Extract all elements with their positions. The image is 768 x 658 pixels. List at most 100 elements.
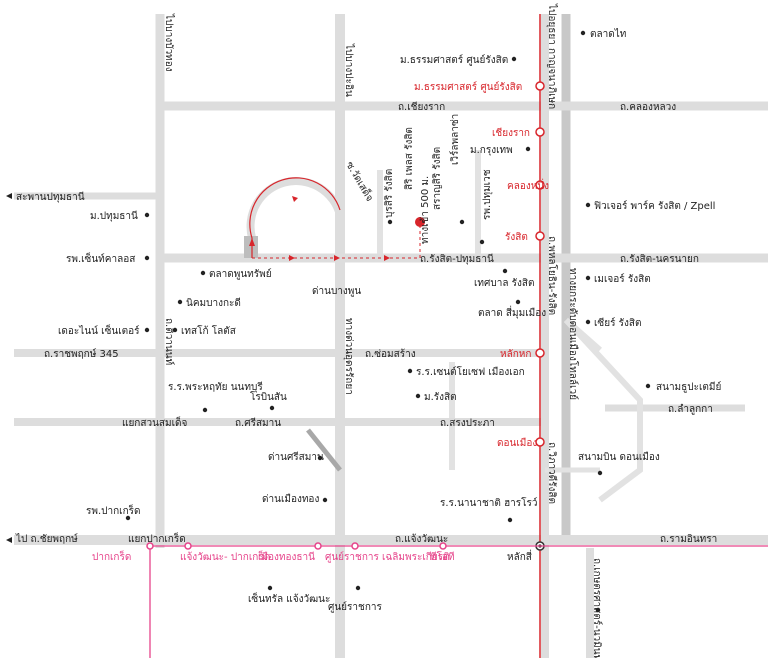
label-red-lak-hok: หลักหก [500,349,531,360]
station-chaeng-pakkret-dot [184,542,192,550]
dot-airport [597,470,603,476]
label-chaengwattana: ถ.แจ้งวัฒนะ [395,533,448,545]
station-tot-dot [439,542,447,550]
road-lower-diag [306,428,342,472]
label-srisaman: ถ.ศรีสมาน [235,417,281,429]
label-red-don-mueang: ดอนเมือง [497,437,537,449]
station-govt-center-dot [351,542,359,550]
label-rangsit-pathum: ถ.รังสิต-ปทุมธานี [420,253,494,265]
label-junction-pak-kret: แยกปากเกร็ด [128,531,186,545]
label-rangsit-nakhonnayok: ถ.รังสิต-นครนายก [620,254,699,265]
dot-tessaban [502,268,508,274]
label-tollway: ทางยกระดับดอนเมืองโทลล์เวย์ [567,268,580,400]
route-arrow-5 [384,255,390,261]
label-toll-srisaman: ด่านศรีสมาน [268,451,324,463]
label-airport: สนามบิน ดอนเมือง [578,451,660,463]
dot-the-nine [144,327,150,333]
label-sansiri: สราญสิริ รังสิต [432,147,443,210]
label-phahonyothin: ถ.พหลโยธิน-รังสิต [546,236,559,315]
dot-nikhom [177,299,183,305]
label-songprapa: ถ.สรงประภา [440,418,495,429]
route-arrow-3 [289,255,295,261]
label-kaset: ถ.เกษตรศาสตร์-นวมินทร์ [591,558,603,658]
label-talad-si-mum: ตลาด สี่มุมเมือง [478,305,546,319]
label-central-chaeng: เซ็นทรัล แจ้งวัฒนะ [248,591,330,605]
dot-u-rangsit [415,393,421,399]
label-world-plaza: เวิร์ลพลาซ่า [449,114,461,165]
dot-rp-pakkret [125,515,131,521]
label-future-park: ฟิวเจอร์ พาร์ค รังสิต / Zpell [594,200,716,212]
road-expressway-loop [246,177,344,258]
label-toll-mueang-thong: ด่านเมืองทอง [262,493,319,505]
label-to-bang-pa-in: ไปบางปะอิน [343,43,355,97]
arrow-left-chaiyaphruek-icon [6,537,12,543]
dot-govt-center [355,585,361,591]
label-khlong-luang: ถ.คลองหลวง [620,102,676,113]
project-marker [415,217,425,227]
label-pink-pakkret: ปากเกร็ด [92,549,131,563]
dot-buri [387,219,393,225]
label-pink-tot: ทีโอที [430,550,455,563]
dot-kaset [595,607,601,613]
label-rrc-phakkhai: ร.ร.พระหฤทัย นนทบุรี [168,381,263,393]
label-pink-chaeng-pakkret: แจ้งวัฒนะ- ปากเกร็ด [180,549,270,563]
label-tu-rangsit: ม.ธรรมศาสตร์ ศูนย์รังสิต [400,54,508,66]
dot-tesco [172,327,178,333]
label-rp-pathum: รพ.ปทุมเวช [482,169,493,220]
route-arrow-4 [334,255,340,261]
dot-future-park [585,202,591,208]
label-lamlukka: ถ.ลำลูกกา [668,404,713,415]
label-soi-wat: ซ.วัดเสด็จ [343,159,377,204]
label-central-clinic: รพ.เซ็นท์คาลอส [66,251,135,265]
label-junction-suan-somdet: แยกสวนสมเด็จ [122,415,188,429]
label-major: เมเจอร์ รังสิต [594,273,651,285]
station-chiang-rak-dot [535,127,545,137]
road-airport-diagonal [563,317,643,503]
dot-seacon [585,319,591,325]
label-red-tu: ม.ธรรมศาสตร์ ศูนย์รังสิต [414,81,522,93]
dot-world-plaza [459,219,465,225]
label-to-ayutthaya: ไปอยุธยา กาญจนาภิเษก [546,3,558,109]
label-buri: บุรสิริ รังสิต [384,169,395,218]
label-st-joseph: ร.ร.เซนต์โยเซฟ เมืองเอก [416,365,525,378]
label-tesco: เทสโก้ โลตัส [181,324,236,337]
label-the-nine: เดอะไนน์ เซ็นเตอร์ [58,323,140,337]
dot-talad-si-mum [515,299,521,305]
label-ratchaphruek: ถ.ราชพฤกษ์ 345 [44,348,119,360]
route-arrow-2 [292,196,298,202]
dot-st-joseph [407,368,413,374]
dot-rrc-phakkhai [202,407,208,413]
label-chor-song: ถ.ซ่อมสร้าง [365,348,416,360]
label-govt-center: ศูนย์ราชการ [328,601,382,613]
label-rp-pakkret: รพ.ปากเกร็ด [86,503,141,517]
dot-talad-phunsap [200,270,206,276]
poi-dots [125,30,651,613]
station-don-mueang-dot [535,437,545,447]
label-chaiyaphruek: ไป ถ.ชัยพฤกษ์ [15,533,78,545]
road-loop-end [244,236,258,258]
dot-sanam-golf [645,383,651,389]
dot-nana-chat [507,517,513,523]
station-tu-dot [535,81,545,91]
dot-major [585,275,591,281]
label-talad-phunsap: ตลาดพูนทรัพย์ [209,268,272,280]
label-tiwanon: ถ.ติวานนท์ [163,318,175,365]
label-pink-mueang-thong: เมืองทองธานี [258,551,315,563]
dot-rp-pathum [479,239,485,245]
label-sanam-golf: สนามธูปะเตมีย์ [656,381,721,393]
station-mueang-thong-dot [314,542,322,550]
label-sapan-pathum: สะพานปทุมธานี [16,191,85,203]
dot-tu [511,56,517,62]
road-north-diag [564,317,602,353]
label-talad-thai: ตลาดไท [590,28,626,40]
label-red-rangsit: รังสิต [505,232,528,243]
dot-robinson [269,405,275,411]
route-arrow-1 [249,238,255,246]
station-rangsit-dot [535,231,545,241]
label-red-chiang-rak: เชียงราก [492,127,530,139]
route-loop-arc [249,177,341,258]
label-nana-chat: ร.ร.นานาชาติ ฮารโรว์ [440,496,538,509]
dot-central-chaeng [267,585,273,591]
route-to-project [249,177,425,261]
